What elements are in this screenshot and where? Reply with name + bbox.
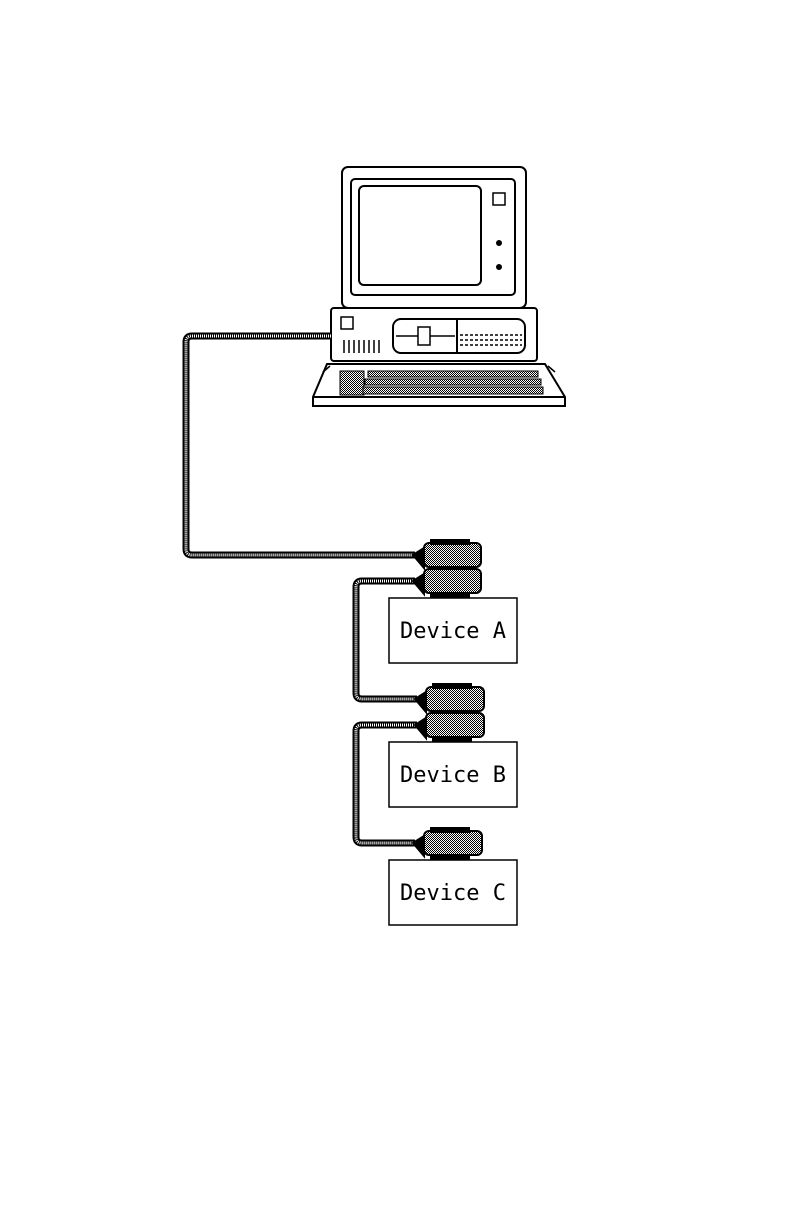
device-c-label: Device C [400, 881, 506, 906]
connector-icon [415, 713, 484, 742]
monitor-knob [496, 264, 502, 270]
computer-icon [313, 167, 565, 406]
monitor-bezel [351, 179, 515, 295]
monitor-screen [359, 186, 481, 285]
drive-grille [460, 335, 522, 345]
device-a-label: Device A [400, 619, 506, 644]
monitor-button [493, 193, 505, 205]
cables [186, 336, 417, 843]
power-button [341, 317, 353, 329]
device-b-label: Device B [400, 763, 506, 788]
connector-icon [415, 684, 484, 712]
keyboard-keys [340, 371, 543, 395]
connector-icon [413, 540, 481, 568]
monitor-knob [496, 240, 502, 246]
monitor-outer [342, 167, 526, 308]
vent-slots [344, 340, 379, 353]
device-a: Device A [389, 598, 517, 663]
device-b: Device B [389, 742, 517, 807]
cable-computer-to-device-a [186, 336, 415, 555]
floppy-slot [396, 327, 455, 345]
connectors [413, 540, 484, 860]
connector-icon [413, 828, 482, 860]
device-c: Device C [389, 860, 517, 925]
connector-icon [413, 569, 481, 598]
